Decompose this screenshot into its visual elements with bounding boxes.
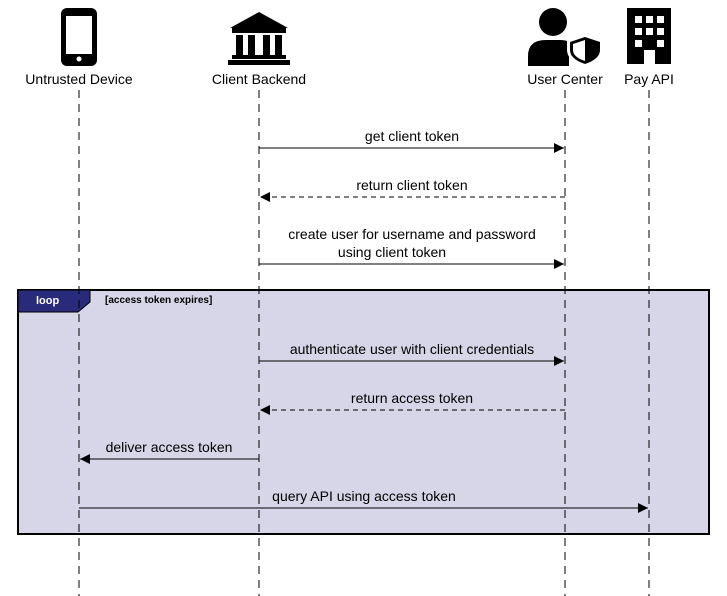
message-label: return access token (351, 390, 473, 406)
message-return-access-token: return access token (260, 390, 565, 415)
office-building-icon (627, 8, 671, 64)
loop-frame (17, 289, 710, 535)
message-deliver-access-token: deliver access token (80, 439, 259, 464)
loop-fragment: loop [access token expires] (17, 289, 710, 535)
message-label: return client token (356, 177, 467, 193)
user-shield-icon (528, 8, 603, 67)
loop-tag-label: loop (36, 295, 59, 307)
message-return-client-token: return client token (260, 177, 565, 202)
actor-label-device: Untrusted Device (25, 71, 133, 87)
loop-condition: [access token expires] (105, 295, 212, 306)
lifelines (78, 90, 650, 596)
message-label: authenticate user with client credential… (290, 341, 534, 357)
loop-tag-box (17, 289, 91, 313)
message-label: query API using access token (272, 488, 456, 504)
message-label: deliver access token (106, 439, 233, 455)
message-label: get client token (365, 128, 459, 144)
actor-label-backend: Client Backend (212, 71, 306, 87)
message-label-line-2: using client token (338, 244, 446, 260)
message-authenticate-user: authenticate user with client credential… (259, 341, 564, 366)
message-create-user: create user for username and password us… (259, 226, 564, 269)
bank-building-icon (228, 12, 290, 65)
smartphone-icon (61, 8, 97, 66)
message-query-api: query API using access token (79, 488, 648, 513)
message-label-line-1: create user for username and password (288, 226, 535, 242)
actor-label-usercenter: User Center (527, 71, 603, 87)
actor-label-payapi: Pay API (624, 71, 674, 87)
message-get-client-token: get client token (259, 128, 564, 153)
